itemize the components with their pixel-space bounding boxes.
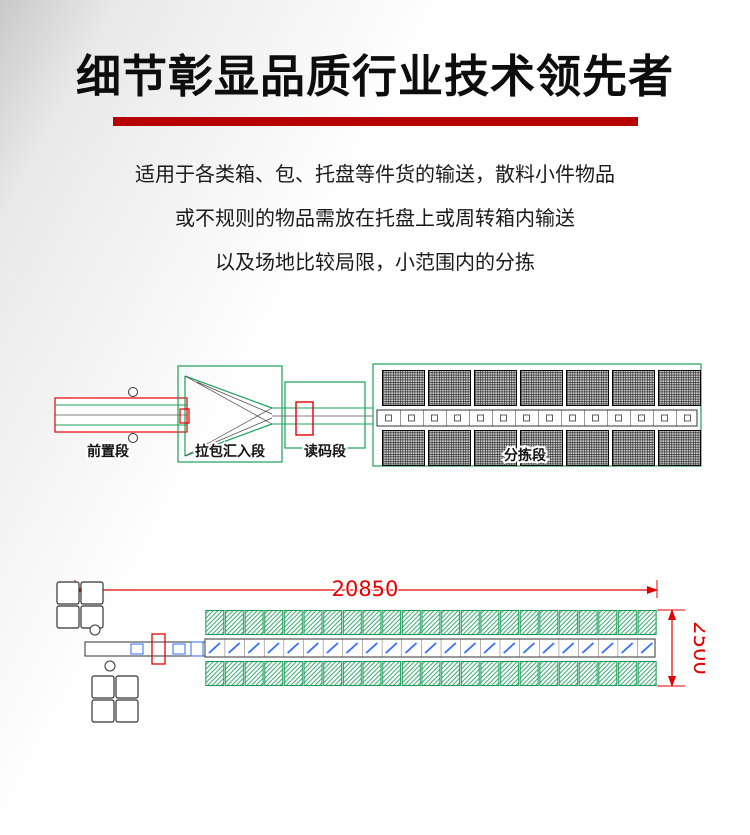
description-line-1: 适用于各类箱、包、托盘等件货的输送，散料小件物品 (135, 162, 615, 186)
chute-row-bottom (205, 661, 657, 686)
sorter-chutes-top-row (381, 370, 703, 406)
layout-diagram: 前置段 拉包汇入段 读码段 分拣段 (45, 358, 705, 478)
description-line-3: 以及场地比较局限，小范围内的分拣 (215, 250, 535, 274)
dimension-length-text: 20850 (332, 577, 399, 601)
description-line-2: 或不规则的物品需放在托盘上或周转箱内输送 (175, 206, 575, 230)
layout-diagram-svg: 前置段 拉包汇入段 读码段 分拣段 (54, 363, 703, 467)
sorter-line-shape (204, 610, 657, 686)
sorter-section-shape (372, 363, 703, 467)
description-block: 适用于各类箱、包、托盘等件货的输送，散料小件物品 或不规则的物品需放在托盘上或周… (0, 152, 750, 284)
dimension-diagram-svg: 20850 2500 (56, 576, 705, 723)
label-sorter-section: 分拣段 (504, 447, 546, 464)
height-dimension: 2500 (657, 609, 705, 687)
length-dimension: 20850 (74, 576, 658, 603)
infeed-conveyor-shape (84, 624, 206, 672)
label-merge-section: 拉包汇入段 (195, 443, 265, 460)
front-section-shape (54, 387, 188, 443)
infeed-pallets-top (56, 581, 104, 629)
chute-row-top (205, 610, 657, 635)
title-underline-bar (112, 117, 638, 126)
merge-section-shape (177, 365, 283, 463)
dimension-diagram: 20850 2500 (45, 568, 705, 735)
dimension-height-text: 2500 (689, 621, 705, 674)
sorter-chutes-bottom-row (381, 430, 703, 466)
label-scanner-section: 读码段 (304, 443, 346, 460)
sorter-belt-segments (205, 639, 655, 657)
scanner-section-shape (272, 381, 377, 449)
hero-section: 细节彰显品质行业技术领先者 适用于各类箱、包、托盘等件货的输送，散料小件物品 或… (0, 0, 750, 284)
infeed-pallets-bottom (91, 675, 139, 723)
sorter-belt (377, 410, 697, 426)
page-title: 细节彰显品质行业技术领先者 (75, 50, 674, 103)
label-front-section: 前置段 (87, 443, 129, 460)
